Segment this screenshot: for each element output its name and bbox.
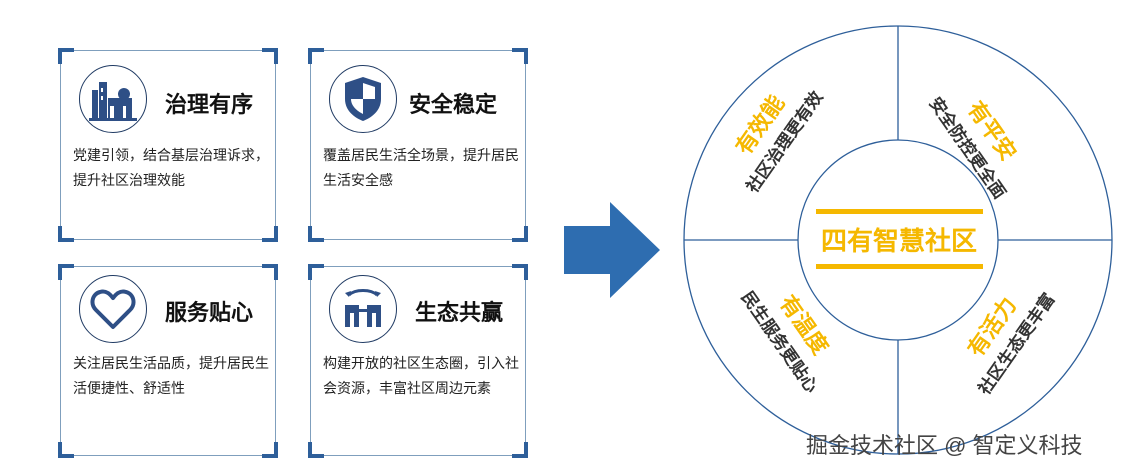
ecosystem-icon	[329, 275, 397, 343]
card-description: 覆盖居民生活全场景，提升居民生活安全感	[323, 147, 519, 188]
center-title: 四有智慧社区	[821, 226, 977, 256]
corner-decoration	[308, 48, 324, 64]
shield-icon	[329, 65, 397, 133]
corner-decoration	[512, 264, 528, 280]
heart-icon	[79, 275, 147, 343]
card-description: 构建开放的社区生态圈，引入社会资源，丰富社区周边元素	[323, 355, 519, 396]
corner-decoration	[58, 226, 74, 242]
corner-decoration	[512, 48, 528, 64]
card-governance: 治理有序 党建引领，结合基层治理诉求，提升社区治理效能	[58, 48, 278, 242]
corner-decoration	[262, 264, 278, 280]
corner-decoration	[512, 226, 528, 242]
card-title: 服务贴心	[165, 300, 254, 325]
card-title: 安全稳定	[409, 92, 498, 117]
corner-decoration	[58, 48, 74, 64]
corner-decoration	[308, 226, 324, 242]
corner-decoration	[262, 48, 278, 64]
corner-decoration	[308, 264, 324, 280]
card-description: 关注居民生活品质，提升居民生活便捷性、舒适性	[73, 355, 269, 396]
corner-decoration	[58, 442, 74, 458]
card-service: 服务贴心 关注居民生活品质，提升居民生活便捷性、舒适性	[58, 264, 278, 458]
card-safety: 安全稳定 覆盖居民生活全场景，提升居民生活安全感	[308, 48, 528, 242]
arrow-right-icon	[564, 202, 660, 298]
title-bar-bottom	[816, 264, 983, 269]
corner-decoration	[262, 442, 278, 458]
card-description: 党建引领，结合基层治理诉求，提升社区治理效能	[73, 147, 269, 188]
four-segment-ring-diagram: 四有智慧社区 有效能 社区治理更有效 有平安 安全防控更全面 有温度 民生服务更…	[683, 25, 1113, 455]
corner-decoration	[58, 264, 74, 280]
corner-decoration	[262, 226, 278, 242]
corner-decoration	[512, 442, 528, 458]
card-title: 治理有序	[165, 92, 254, 117]
card-ecosystem: 生态共赢 构建开放的社区生态圈，引入社会资源，丰富社区周边元素	[308, 264, 528, 458]
card-title: 生态共赢	[415, 300, 504, 325]
buildings-icon	[79, 65, 147, 133]
title-bar-top	[816, 209, 983, 214]
watermark-text: 掘金技术社区 @ 智定义科技	[806, 433, 1083, 458]
corner-decoration	[308, 442, 324, 458]
